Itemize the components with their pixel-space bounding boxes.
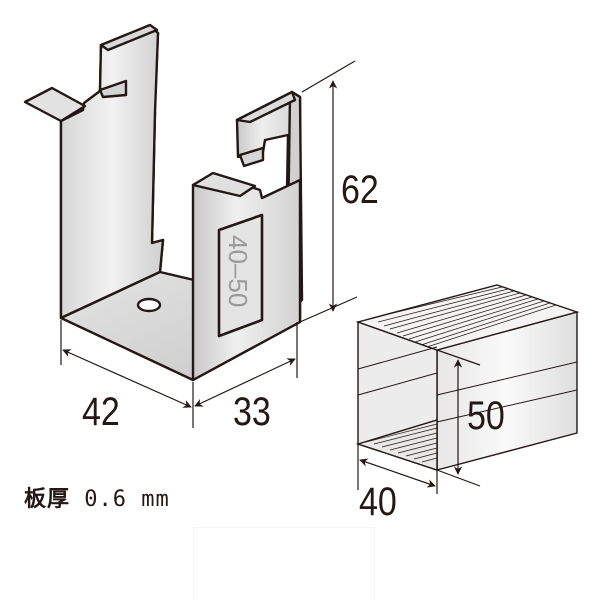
dim-label-height: 62	[341, 168, 379, 212]
channel-top-face	[355, 284, 580, 351]
size-badge-text: 40–50	[223, 235, 253, 307]
thickness-label: 板厚	[24, 487, 71, 512]
dim-label-depth: 33	[233, 390, 271, 434]
channel-top-hatching	[371, 286, 557, 348]
mounting-hole	[136, 297, 162, 313]
dim-label-channel-width: 40	[359, 480, 397, 524]
thickness-value: 0.6	[84, 487, 128, 512]
dim-arrow-depth	[194, 358, 296, 407]
dim-label-width: 42	[82, 390, 120, 434]
dim-arrow-width	[62, 349, 192, 408]
channel-bottom-hatching	[365, 423, 438, 463]
thickness-spec: 板厚 0.6 mm	[24, 481, 170, 513]
size-badge-frame	[217, 213, 264, 338]
channel-illustration	[355, 284, 580, 471]
faint-frame	[193, 527, 375, 601]
bracket-left-tab	[23, 86, 87, 123]
thickness-unit: mm	[141, 487, 170, 512]
bracket-dimension-lines	[60, 60, 358, 428]
bracket-illustration	[23, 23, 304, 382]
dim-label-channel-height: 50	[467, 394, 505, 438]
dim-arrow-channel-width	[359, 458, 436, 488]
channel-dimension-lines	[357, 349, 481, 494]
